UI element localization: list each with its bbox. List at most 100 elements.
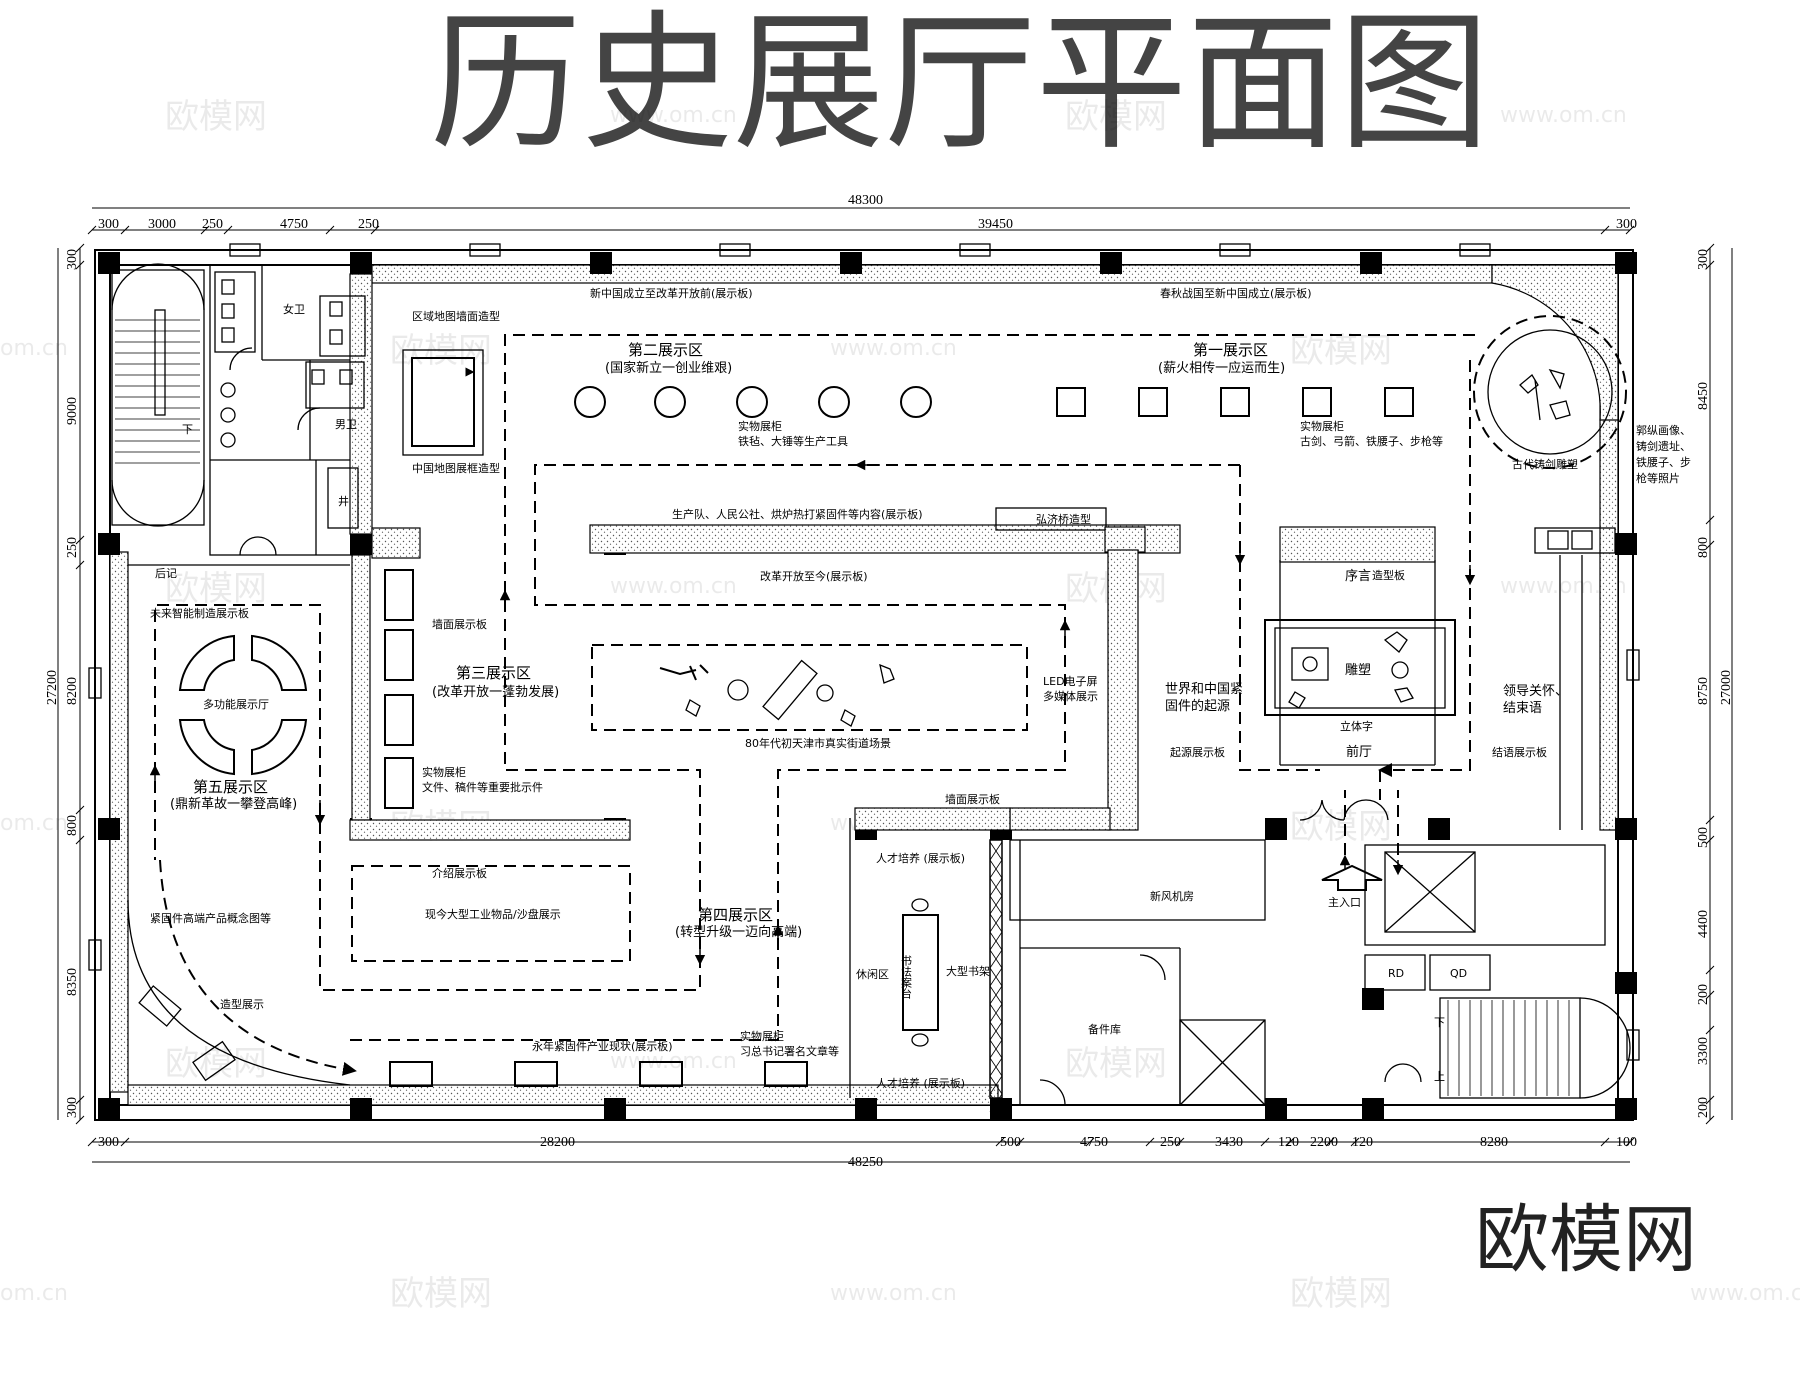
dim-right-seg: 4400 — [1696, 910, 1711, 938]
watermark: om.cn — [0, 1281, 68, 1306]
label-panel-top-right: 春秋战国至新中国成立(展示板) — [1160, 286, 1312, 300]
dim-right-seg: 8450 — [1696, 382, 1711, 410]
entrance-arrow — [1321, 864, 1383, 891]
zone-3-subtitle: (改革开放一蓬勃发展) — [432, 684, 559, 700]
watermark: 欧模网 — [1065, 1044, 1167, 1084]
label-sculpture: 古代铸剑雕塑 — [1512, 457, 1578, 471]
dim-left-seg: 8350 — [65, 968, 80, 996]
label-origin-panel: 起源展示板 — [1170, 745, 1225, 759]
zone-2-title: 第二展示区 — [628, 341, 703, 359]
dim-top-seg: 300 — [1616, 217, 1637, 232]
watermark: 欧模网 — [165, 97, 267, 137]
watermark: www.om.cn — [830, 336, 957, 361]
label-ending-panel: 结语展示板 — [1492, 745, 1547, 759]
label-industry: 永年紧固件产业现状(展示板) — [532, 1039, 673, 1053]
watermark: 欧模网 — [1290, 1274, 1392, 1314]
label-cabinet-3-title: 实物展柜 — [422, 765, 466, 779]
visitor-route — [154, 334, 1475, 1041]
dim-right-seg: 200 — [1696, 984, 1711, 1005]
label-led-2: 多媒体展示 — [1043, 689, 1098, 703]
label-preface: 序言 — [1345, 569, 1371, 584]
label-photos-1: 郭纵画像、 — [1636, 424, 1691, 437]
label-calligraphy: 书法案台 — [900, 955, 913, 999]
label-origin-1: 世界和中国紧 — [1165, 682, 1243, 697]
sandbox-area — [351, 865, 631, 962]
toilet-fixtures — [214, 271, 366, 529]
watermark: 欧模网 — [165, 1044, 267, 1084]
dim-bottom-seg: 28200 — [540, 1135, 575, 1150]
label-photos-3: 铁腰子、步 — [1636, 456, 1691, 469]
label-entrance: 主入口 — [1328, 896, 1361, 909]
zone-5-subtitle: (鼎新革故一攀登高峰) — [170, 796, 297, 812]
annotations: 新中国成立至改革开放前(展示板) 春秋战国至新中国成立(展示板) 区域地图墙面造… — [150, 286, 1691, 1090]
label-cabinet-1-items: 古剑、弓箭、铁腰子、步枪等 — [1300, 434, 1443, 448]
dim-bottom-seg: 8280 — [1480, 1135, 1508, 1150]
zone-3-title: 第三展示区 — [456, 664, 531, 682]
dim-left-seg: 9000 — [65, 397, 80, 425]
label-cabinet-4-items: 习总书记署名文章等 — [740, 1044, 839, 1058]
label-cabinet-1-title: 实物展柜 — [1300, 419, 1344, 433]
label-solid-text: 立体字 — [1340, 719, 1373, 733]
label-storage: 备件库 — [1088, 1022, 1121, 1036]
label-panel-mid: 生产队、人民公社、烘炉热打紧固件等内容(展示板) — [672, 507, 923, 521]
label-foyer: 前厅 — [1346, 744, 1372, 760]
watermark: 欧模网 — [1065, 97, 1167, 137]
watermark: 欧模网 — [165, 569, 267, 609]
label-sculpt: 雕塑 — [1345, 663, 1371, 678]
dim-right-seg: 8750 — [1696, 677, 1711, 705]
dim-bottom-total: 48250 — [848, 1155, 883, 1170]
label-photos-4: 枪等照片 — [1636, 471, 1680, 485]
dim-left-total: 27200 — [45, 670, 60, 705]
label-map-frame: 中国地图展框造型 — [412, 461, 500, 475]
label-intro: 介绍展示板 — [432, 866, 487, 880]
dim-bottom-seg: 120 — [1278, 1135, 1299, 1150]
cabinet-column-3 — [384, 569, 414, 809]
dim-top-seg: 300 — [98, 217, 119, 232]
label-bookshelf: 大型书架 — [946, 964, 990, 978]
watermark: 欧模网 — [1290, 331, 1392, 371]
dim-bottom-seg: 100 — [1616, 1135, 1637, 1150]
label-concept: 紧固件高端产品概念图等 — [150, 911, 271, 925]
dim-left-seg: 300 — [65, 249, 80, 270]
cabinet-row-2 — [574, 386, 932, 418]
dim-bottom-seg: 3430 — [1215, 1135, 1243, 1150]
label-stair-down: 下 — [182, 423, 193, 436]
label-leaders-2: 结束语 — [1503, 701, 1542, 716]
sculpture-circle — [1473, 315, 1627, 469]
mid-panel-wall — [589, 524, 1181, 554]
cabinet-row-1 — [1056, 387, 1414, 417]
outer-walls — [88, 243, 1640, 1121]
stair-left — [111, 269, 205, 526]
label-multi-hall: 多功能展示厅 — [203, 697, 269, 711]
label-reform: 改革开放至今(展示板) — [760, 569, 868, 583]
label-street: 80年代初天津市真实街道场景 — [745, 736, 891, 750]
dim-top-seg: 250 — [358, 217, 379, 232]
label-sandbox: 现今大型工业物品/沙盘展示 — [425, 907, 561, 921]
multi-function-hall — [178, 634, 308, 776]
curved-route-left — [159, 859, 357, 1076]
curved-wall — [1491, 264, 1619, 421]
model-display — [138, 985, 236, 1082]
label-map-wall: 区域地图墙面造型 — [412, 309, 500, 323]
dim-top-seg: 250 — [202, 217, 223, 232]
label-model-show: 造型展示 — [220, 997, 264, 1011]
dim-right-seg: 3300 — [1696, 1037, 1711, 1065]
dim-right-seg: 500 — [1696, 827, 1711, 848]
dimension-lines — [57, 207, 1733, 1163]
label-cabinet-2-title: 实物展柜 — [738, 419, 782, 433]
label-future: 未来智能制造展示板 — [150, 606, 249, 620]
watermark: om.cn — [0, 811, 68, 836]
dim-bottom-seg: 250 — [1160, 1135, 1181, 1150]
dim-top-total: 48300 — [848, 193, 883, 208]
zone-5-title: 第五展示区 — [193, 778, 268, 796]
label-cabinet-4-title: 实物展柜 — [740, 1029, 784, 1043]
label-men: 男卫 — [335, 418, 357, 431]
dim-left-seg: 300 — [65, 1097, 80, 1118]
watermark: om.cn — [0, 336, 68, 361]
zone-2-subtitle: (国家新立一创业维艰) — [605, 360, 732, 376]
label-qd: QD — [1450, 967, 1467, 980]
label-shaft: 井 — [338, 494, 349, 508]
label-preface-sub: 造型板 — [1372, 568, 1405, 582]
zone-4-title: 第四展示区 — [698, 906, 773, 924]
label-wall-panel-left: 墙面展示板 — [432, 617, 487, 631]
